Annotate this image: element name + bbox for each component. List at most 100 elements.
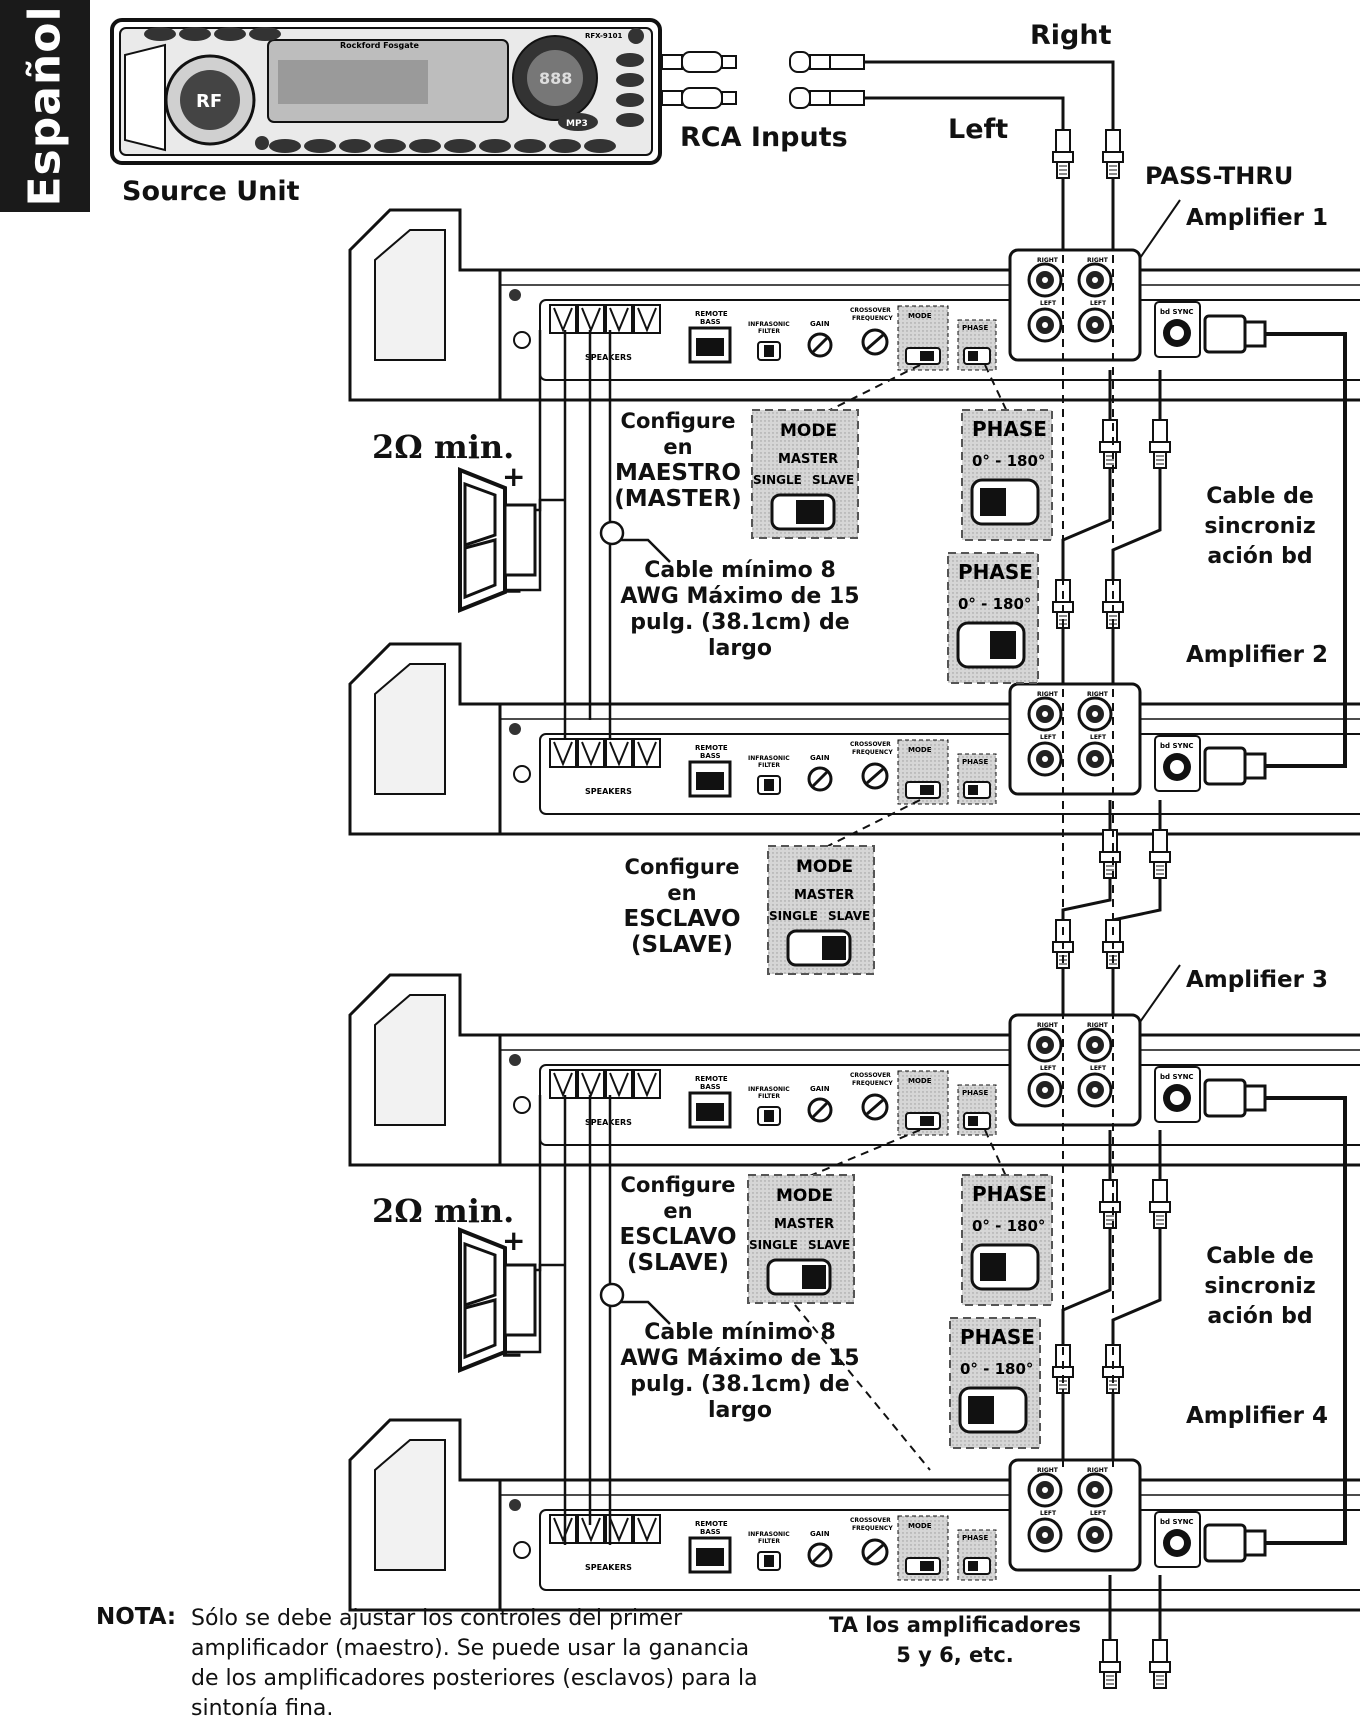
config-line: (SLAVE): [627, 1250, 729, 1276]
sync-cable-line: sincroniz: [1204, 514, 1316, 539]
speaker-1-plus: +: [502, 460, 526, 493]
mode-master: MASTER: [794, 888, 854, 903]
svg-text:888: 888: [539, 69, 572, 88]
config-line: ESCLAVO: [619, 1224, 737, 1250]
nota-block: NOTA: Sólo se debe ajustar los controles…: [96, 1604, 758, 1721]
mode-master: MASTER: [774, 1217, 834, 1232]
nota-line: de los amplificadores posteriores (escla…: [191, 1666, 758, 1691]
amplifier-4-unit: [350, 1420, 1360, 1610]
source-rca-cables: [661, 51, 1124, 250]
config-master-label: Configure en MAESTRO (MASTER): [608, 408, 748, 512]
nota-line: amplificador (maestro). Se puede usar la…: [191, 1636, 750, 1661]
more-amps-line: TA los amplificadores: [829, 1613, 1081, 1637]
config-slave-2-label: Configure en ESCLAVO (SLAVE): [608, 1172, 748, 1276]
phase-title: PHASE: [972, 1182, 1047, 1206]
cable-note-line: largo: [707, 1398, 773, 1423]
phase-inset-2: PHASE 0° - 180°: [947, 552, 1039, 684]
phase-range: 0° - 180°: [972, 1217, 1045, 1235]
phase-inset-3: PHASE 0° - 180°: [961, 1174, 1053, 1306]
nota-body: Sólo se debe ajustar los controles del p…: [191, 1604, 911, 1724]
config-line: en: [663, 435, 693, 459]
mode-inset-master: MODE MASTER SINGLE SLAVE: [751, 409, 859, 539]
sync-cable-label-2: Cable de sincroniz ación bd: [1190, 1242, 1330, 1332]
source-brand: Rockford Fosgate: [340, 41, 420, 50]
phase-range: 0° - 180°: [960, 1360, 1033, 1378]
sync-cable-line: Cable de: [1206, 1244, 1314, 1269]
config-line: Configure: [620, 1173, 736, 1197]
phase-title: PHASE: [958, 560, 1033, 584]
source-unit: RF 888 MP3 RFX-9101 Rockford Fosgate: [110, 18, 662, 165]
sync-cable-1: [1203, 314, 1347, 786]
speaker-2-minus: −: [500, 1338, 524, 1371]
speaker-2: [458, 1227, 537, 1373]
source-model: RFX-9101: [585, 32, 623, 40]
mode-inset-slave-2: MODE MASTER SINGLE SLAVE: [747, 1174, 855, 1304]
cable-note-line: pulg. (38.1cm) de: [630, 1372, 850, 1397]
amplifier-2-label: Amplifier 2: [1186, 642, 1328, 668]
mode-slave: SLAVE: [828, 909, 870, 923]
amplifier-3-unit: [350, 975, 1360, 1165]
cable-note-1: Cable mínimo 8 AWG Máximo de 15 pulg. (3…: [610, 558, 870, 662]
config-line: ESCLAVO: [623, 906, 741, 932]
speaker-2-min-label: 2Ω min.: [372, 1192, 515, 1230]
mode-single: SINGLE: [749, 1238, 798, 1252]
phase-inset-4: PHASE 0° - 180°: [949, 1317, 1041, 1449]
config-line: Configure: [620, 409, 736, 433]
mode-single: SINGLE: [769, 909, 818, 923]
mode-single: SINGLE: [753, 473, 802, 487]
more-amps-line: 5 y 6, etc.: [896, 1643, 1014, 1667]
speaker-1-min-label: 2Ω min.: [372, 428, 515, 466]
amplifier-2-unit: [350, 644, 1360, 834]
nota-heading: NOTA:: [96, 1604, 177, 1630]
language-tab: Español: [0, 0, 90, 212]
label-pointers: [1139, 199, 1181, 1023]
mode-inset-slave-1: MODE MASTER SINGLE SLAVE: [767, 845, 875, 975]
left-channel-label: Left: [948, 114, 1009, 145]
phase-range: 0° - 180°: [972, 452, 1045, 470]
mode-master: MASTER: [778, 452, 838, 467]
cable-note-line: largo: [707, 636, 773, 661]
config-line: Configure: [624, 855, 740, 879]
config-line: en: [663, 1199, 693, 1223]
amplifier-1-label: Amplifier 1: [1186, 205, 1328, 231]
phase-inset-1: PHASE 0° - 180°: [961, 409, 1053, 541]
cable-note-2: Cable mínimo 8 AWG Máximo de 15 pulg. (3…: [610, 1320, 870, 1424]
sync-cable-line: ación bd: [1207, 544, 1313, 569]
mode-title: MODE: [780, 421, 837, 441]
sync-cable-label-1: Cable de sincroniz ación bd: [1190, 482, 1330, 572]
sync-cable-2: [1203, 1078, 1347, 1563]
speaker-1: [458, 467, 537, 613]
mode-title: MODE: [796, 857, 853, 877]
nota-line: sintonía fina.: [191, 1696, 334, 1721]
sync-cable-line: sincroniz: [1204, 1274, 1316, 1299]
cable-note-line: AWG Máximo de 15: [620, 1346, 860, 1371]
mode-slave: SLAVE: [812, 473, 854, 487]
amplifier-3-label: Amplifier 3: [1186, 967, 1328, 993]
more-amplifiers-note: TA los amplificadores 5 y 6, etc.: [820, 1610, 1090, 1670]
config-line: MAESTRO: [615, 460, 741, 486]
config-line: (MASTER): [614, 486, 742, 512]
nota-line: Sólo se debe ajustar los controles del p…: [191, 1606, 683, 1631]
cable-note-line: Cable mínimo 8: [644, 1320, 836, 1345]
speaker-2-plus: +: [502, 1224, 526, 1257]
config-line: en: [667, 881, 697, 905]
rca-inputs-label: RCA Inputs: [680, 122, 848, 153]
passthru-cables: [1061, 370, 1162, 1640]
sync-cable-line: Cable de: [1206, 484, 1314, 509]
sync-cable-line: ación bd: [1207, 1304, 1313, 1329]
speaker-1-minus: −: [500, 574, 524, 607]
dashed-leaders: [794, 255, 1114, 1471]
config-slave-1-label: Configure en ESCLAVO (SLAVE): [612, 854, 752, 958]
amplifier-1-unit: [350, 210, 1360, 400]
pass-thru-label: PASS-THRU: [1145, 162, 1294, 190]
cable-note-line: AWG Máximo de 15: [620, 584, 860, 609]
phase-title: PHASE: [960, 1325, 1035, 1349]
right-channel-label: Right: [1030, 20, 1112, 51]
phase-range: 0° - 180°: [958, 595, 1031, 613]
cable-note-line: Cable mínimo 8: [644, 558, 836, 583]
mp3-badge: MP3: [566, 119, 588, 129]
source-unit-label: Source Unit: [122, 176, 300, 207]
phase-title: PHASE: [972, 417, 1047, 441]
config-line: (SLAVE): [631, 932, 733, 958]
